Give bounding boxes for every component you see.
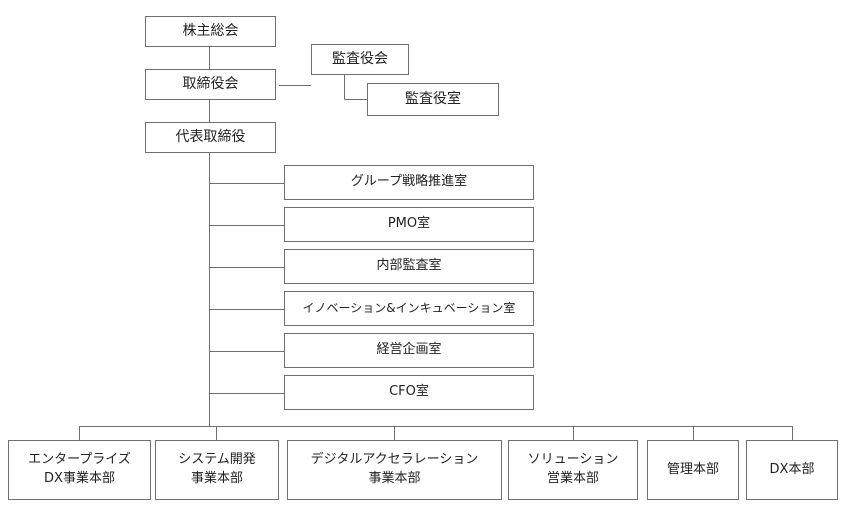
board-label: 取締役会	[182, 76, 239, 93]
division-label-line: ソリューション	[527, 452, 619, 468]
division-label-line: 事業本部	[190, 471, 243, 486]
staff-office-box: グループ戦略推進室	[284, 165, 534, 200]
audit-board-label: 監査役会	[332, 51, 388, 68]
division-label-line: 管理本部	[666, 461, 719, 477]
staff-office-box: イノベーション&インキュベーション室	[284, 291, 534, 326]
division-box: デジタルアクセラレーション 事業本部	[287, 440, 502, 500]
division-label-line: DX本部	[769, 461, 815, 477]
audit-office-box: 監査役室	[367, 83, 499, 116]
division-box: エンタープライズ DX事業本部	[8, 440, 151, 500]
staff-office-box: 経営企画室	[284, 333, 534, 368]
staff-office-label: グループ戦略推進室	[350, 174, 468, 190]
staff-office-label: イノベーション&インキュベーション室	[302, 300, 516, 315]
shareholders-label: 株主総会	[182, 23, 239, 40]
staff-office-box: 内部監査室	[284, 249, 534, 284]
ceo-box: 代表取締役	[145, 122, 276, 153]
staff-office-label: CFO室	[389, 384, 429, 400]
division-label-line: デジタルアクセラレーション	[310, 452, 479, 468]
division-label-line: DX事業本部	[44, 471, 115, 486]
staff-office-label: PMO室	[387, 216, 431, 232]
division-label-line: 事業本部	[368, 471, 421, 486]
division-label-line: エンタープライズ	[28, 452, 131, 468]
division-box: ソリューション 営業本部	[508, 440, 638, 500]
division-box: システム開発 事業本部	[155, 440, 279, 500]
division-label-line: システム開発	[178, 452, 256, 468]
staff-office-label: 経営企画室	[376, 342, 442, 358]
staff-office-label: 内部監査室	[376, 258, 442, 274]
staff-office-box: CFO室	[284, 375, 534, 410]
division-label-line: 営業本部	[546, 471, 599, 486]
staff-office-box: PMO室	[284, 207, 534, 242]
division-box: DX本部	[746, 440, 838, 500]
audit-office-label: 監査役室	[405, 91, 461, 108]
shareholders-box: 株主総会	[145, 16, 276, 47]
division-box: 管理本部	[647, 440, 739, 500]
audit-board-box: 監査役会	[311, 44, 409, 75]
board-box: 取締役会	[145, 69, 276, 100]
ceo-label: 代表取締役	[175, 129, 246, 146]
